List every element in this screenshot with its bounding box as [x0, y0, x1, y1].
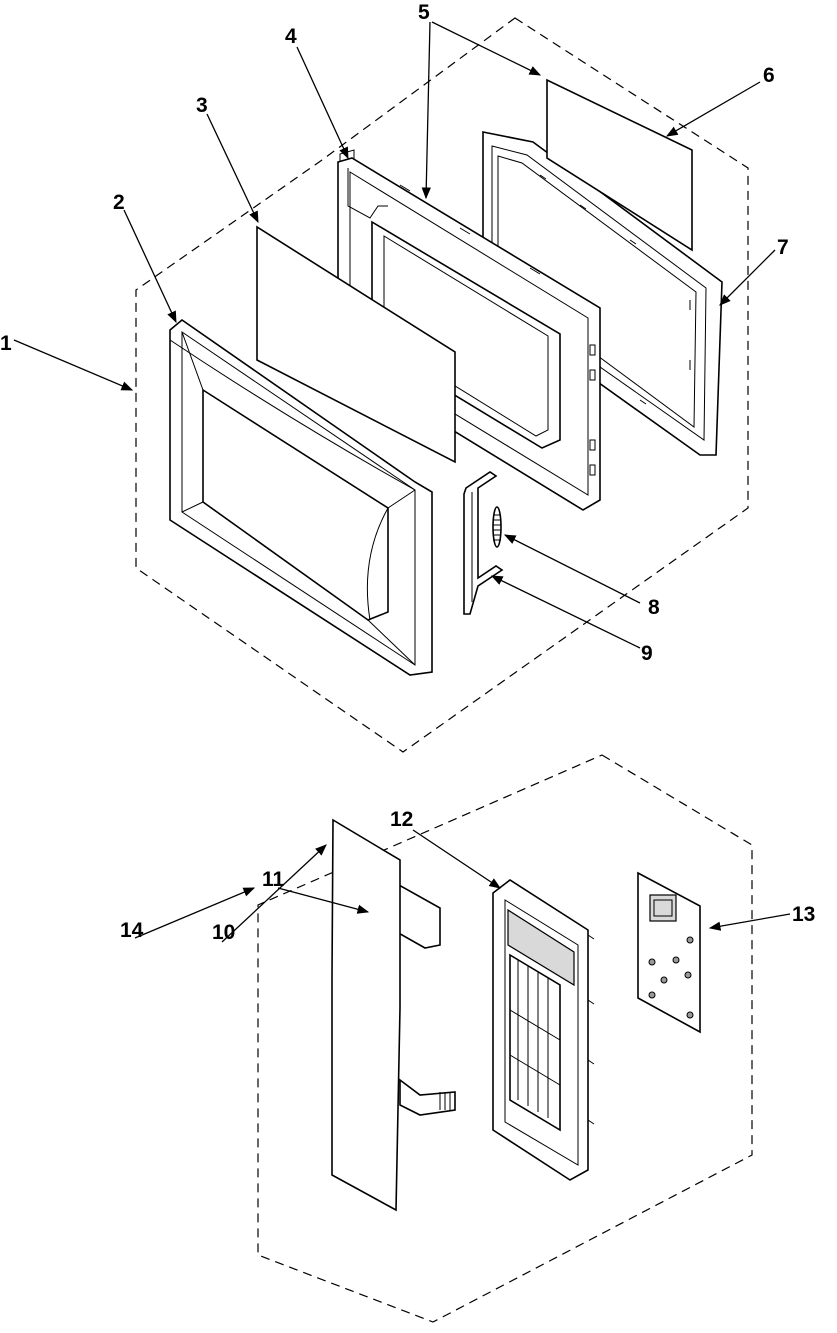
callout-7: 7	[777, 236, 789, 259]
part-2-door-frame	[169, 318, 433, 676]
leader-lines	[13, 21, 791, 943]
callout-labels: 1 2 3 4 5 6 7 8 9 10 11 12 13 14	[0, 1, 815, 944]
callout-12: 12	[390, 808, 413, 831]
callout-6: 6	[763, 64, 775, 87]
callout-8: 8	[648, 596, 660, 619]
part-3-door-glass	[256, 225, 456, 464]
callout-3: 3	[196, 94, 208, 117]
callout-11: 11	[262, 868, 285, 891]
callout-5: 5	[418, 1, 430, 24]
control-assembly-boundary	[257, 754, 753, 1323]
part-9-latch-lever	[463, 471, 504, 615]
part-6-window-film	[546, 78, 693, 252]
callout-14: 14	[120, 919, 144, 942]
part-8-latch-spring	[492, 506, 502, 548]
callout-13: 13	[792, 903, 815, 926]
part-12-control-panel	[492, 879, 595, 1181]
callout-10: 10	[212, 921, 235, 944]
callout-1: 1	[0, 332, 12, 355]
callout-4: 4	[285, 25, 297, 48]
part-13-control-board	[637, 871, 701, 1034]
part-10-membrane-switch	[331, 818, 456, 1212]
door-assembly-boundary	[135, 17, 749, 753]
callout-9: 9	[641, 642, 653, 665]
callout-2: 2	[113, 191, 125, 214]
